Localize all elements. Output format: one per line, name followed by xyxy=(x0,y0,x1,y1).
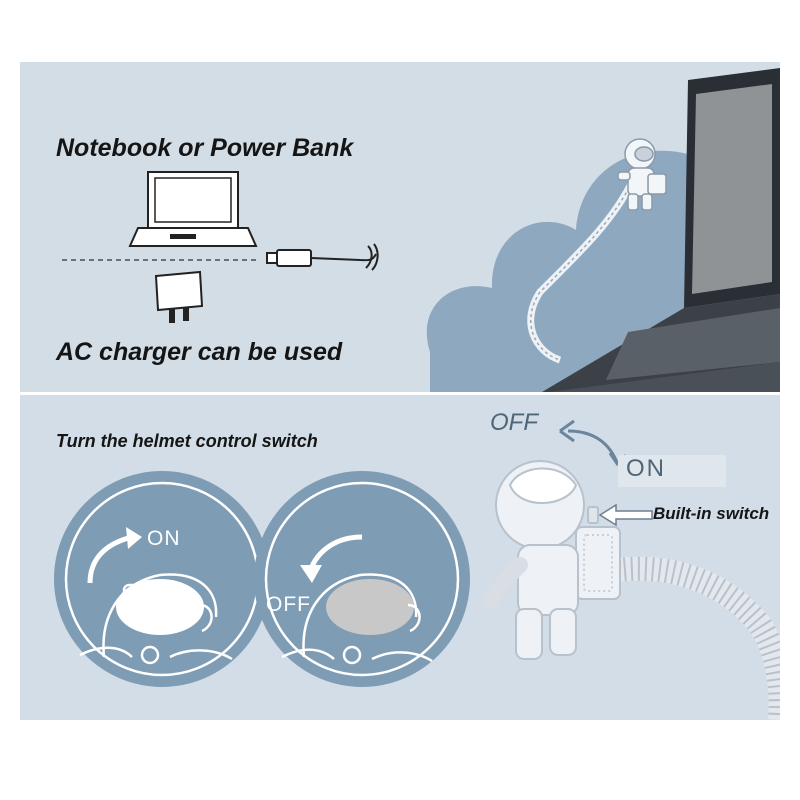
helmet-switch-title: Turn the helmet control switch xyxy=(56,431,318,451)
circle-off-label: OFF xyxy=(266,593,311,616)
off-on-arrow xyxy=(559,419,628,466)
power-source-title: Notebook or Power Bank xyxy=(56,134,354,162)
on-label-bg xyxy=(618,455,726,487)
power-source-panel: Notebook or Power Bank AC charger can be… xyxy=(20,62,780,392)
astronaut-lamp-small xyxy=(617,138,667,211)
laptop-photo xyxy=(542,68,780,392)
usb-cable-icon xyxy=(266,243,379,271)
circle-on-label: ON xyxy=(147,527,181,550)
helmet-switch-panel: Turn the helmet control switch OFF ON Bu… xyxy=(20,395,780,720)
ac-charger-icon xyxy=(154,270,204,323)
builtin-switch-label: Built-in switch xyxy=(653,504,770,523)
ac-charger-title: AC charger can be used xyxy=(56,338,343,366)
rotate-arrow-icon xyxy=(87,534,133,584)
helmet-switch-illustration xyxy=(54,419,780,720)
builtin-switch-pointer xyxy=(598,503,653,527)
helmet-off-circle xyxy=(254,471,470,687)
off-state-label: OFF xyxy=(490,409,538,436)
power-source-illustration xyxy=(62,68,780,392)
astronaut-lamp-icon xyxy=(482,460,780,720)
helmet-on-circle xyxy=(54,471,270,687)
on-state-label: ON xyxy=(626,455,666,482)
laptop-icon xyxy=(128,171,258,247)
